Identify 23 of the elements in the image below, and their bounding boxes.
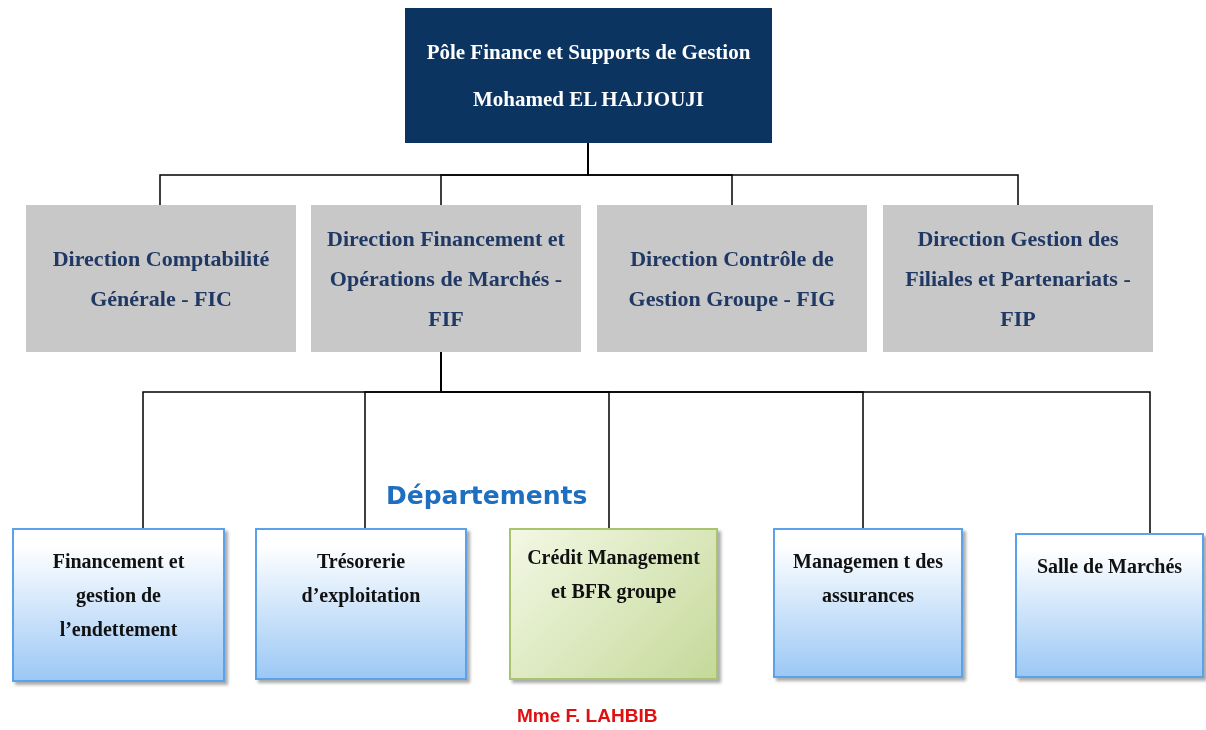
direction-box [883, 205, 1153, 352]
department-box [1015, 533, 1204, 678]
department-box [509, 528, 718, 680]
section-label: Départements [386, 481, 588, 510]
box-text: Salle de Marchés [1036, 554, 1183, 579]
box-text: Direction Comptabilité Générale - FIC [51, 244, 271, 313]
person-name: Mme F. LAHBIB [517, 705, 658, 727]
box-text: Trésorerie d’exploitation [300, 549, 422, 609]
box-text: Direction Contrôle de Gestion Groupe - FIG [627, 244, 837, 313]
box-text: Managemen t des assurances [792, 549, 944, 608]
department-box [12, 528, 225, 682]
direction-box [597, 205, 867, 352]
box-text: Crédit Management et BFR groupe [526, 545, 701, 605]
box-text: Mohamed EL HAJJOUJI [473, 86, 704, 112]
direction-box [311, 205, 581, 352]
direction-box [26, 205, 296, 352]
box-text: Direction Financement et Opérations de Marchés - FIF [326, 224, 566, 333]
head-box [405, 8, 772, 143]
box-text: Financement et gestion de l’endettement [51, 549, 186, 642]
box-text: Direction Gestion des Filiales et Partenariats - FIP [904, 224, 1132, 333]
department-box [773, 528, 963, 678]
box-text: Pôle Finance et Supports de Gestion [426, 39, 751, 65]
department-box [255, 528, 467, 680]
